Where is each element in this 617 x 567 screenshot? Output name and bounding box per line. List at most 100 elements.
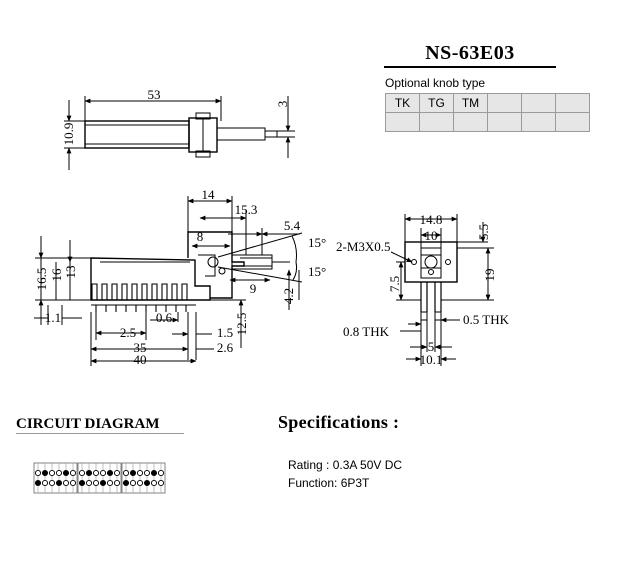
model-title: NS-63E03	[425, 42, 515, 64]
contact-open	[48, 469, 56, 477]
title-block: NS-63E03	[384, 42, 556, 68]
dim-10-1: 10.1	[420, 352, 443, 367]
screw-label: 2-M3X0.5	[336, 239, 391, 254]
dim-7-5: 7.5	[387, 276, 402, 292]
contact-closed	[106, 469, 114, 477]
knob-cell: TK	[385, 93, 420, 113]
contact-closed	[99, 479, 107, 487]
circuit-diagram	[33, 462, 166, 494]
knob-cell	[487, 112, 522, 132]
dim-0-6: 0.6	[156, 310, 173, 325]
dim-13: 13	[63, 266, 78, 279]
specifications-title: Specifications :	[278, 412, 400, 432]
contact-closed	[150, 469, 158, 477]
contact-open	[92, 469, 100, 477]
switch-group	[77, 462, 122, 494]
contact-open	[41, 479, 49, 487]
dim-10: 10	[425, 228, 438, 243]
knob-cell	[487, 93, 522, 113]
angle-upper: 15°	[308, 235, 326, 250]
knob-cell	[521, 93, 556, 113]
dim-16-5: 16.5	[34, 268, 49, 291]
dim-12-5: 12.5	[234, 313, 249, 336]
dim-19: 19	[482, 269, 497, 282]
knob-cell: TG	[419, 93, 454, 113]
knob-cell	[419, 112, 454, 132]
angle-lower: 15°	[308, 264, 326, 279]
contact-open	[92, 479, 100, 487]
contact-open	[136, 479, 144, 487]
contact-open	[85, 479, 93, 487]
contact-open	[78, 469, 86, 477]
dim-5-5: 5.5	[476, 224, 491, 240]
top-view	[64, 96, 295, 170]
dim-14: 14	[202, 187, 216, 202]
contact-open	[48, 479, 56, 487]
thk-left: 0.8 THK	[343, 324, 390, 339]
contact-closed	[85, 469, 93, 477]
dim-2-5: 2.5	[120, 325, 136, 340]
contact-open	[62, 479, 70, 487]
contact-open	[129, 479, 137, 487]
knob-cell	[385, 112, 420, 132]
side-view	[34, 196, 303, 366]
contact-closed	[129, 469, 137, 477]
contact-open	[69, 469, 77, 477]
contact-open	[99, 469, 107, 477]
knob-type-table: TK TG TM	[385, 93, 590, 132]
function-text: Function: 6P3T	[288, 476, 370, 490]
knob-row	[385, 112, 590, 132]
contact-open	[157, 469, 165, 477]
contact-open	[55, 469, 63, 477]
dim-5: 5	[428, 339, 435, 354]
knob-row: TK TG TM	[385, 93, 590, 113]
contact-open	[136, 469, 144, 477]
dim-5-4: 5.4	[284, 218, 301, 233]
contact-open	[157, 479, 165, 487]
dim-40: 40	[134, 352, 147, 367]
knob-cell: TM	[453, 93, 488, 113]
dim-14-8: 14.8	[420, 212, 443, 227]
dim-1-5: 1.5	[217, 325, 233, 340]
switch-group	[33, 462, 78, 494]
dim-2-6: 2.6	[217, 340, 234, 355]
dim-8: 8	[197, 229, 204, 244]
contact-open	[143, 469, 151, 477]
dim-10-9: 10.9	[61, 123, 76, 146]
circuit-title-rule	[16, 433, 184, 434]
dim-16: 16	[49, 268, 64, 282]
contact-open	[113, 469, 121, 477]
contact-open	[69, 479, 77, 487]
circuit-diagram-title: CIRCUIT DIAGRAM	[16, 416, 160, 432]
dim-9: 9	[250, 281, 257, 296]
contact-open	[34, 469, 42, 477]
switch-group	[121, 462, 166, 494]
contact-open	[150, 479, 158, 487]
dim-3: 3	[275, 101, 290, 108]
dim-4-2: 4.2	[281, 288, 296, 304]
dim-1-1: 1.1	[45, 310, 61, 325]
rating-text: Rating : 0.3A 50V DC	[288, 458, 403, 472]
end-view	[390, 214, 494, 366]
title-underline	[384, 66, 556, 68]
contact-closed	[122, 479, 130, 487]
terminal-comb	[91, 283, 196, 312]
contact-closed	[34, 479, 42, 487]
dim-35: 35	[134, 340, 147, 355]
dim-53: 53	[148, 87, 161, 102]
contact-open	[122, 469, 130, 477]
contact-open	[113, 479, 121, 487]
thk-right: 0.5 THK	[463, 312, 510, 327]
knob-type-caption: Optional knob type	[385, 76, 486, 90]
contact-closed	[55, 479, 63, 487]
contact-closed	[78, 479, 86, 487]
knob-cell	[555, 93, 590, 113]
contact-closed	[41, 469, 49, 477]
knob-cell	[453, 112, 488, 132]
dim-15-3: 15.3	[235, 202, 258, 217]
contact-closed	[143, 479, 151, 487]
knob-cell	[555, 112, 590, 132]
contact-open	[106, 479, 114, 487]
contact-closed	[62, 469, 70, 477]
